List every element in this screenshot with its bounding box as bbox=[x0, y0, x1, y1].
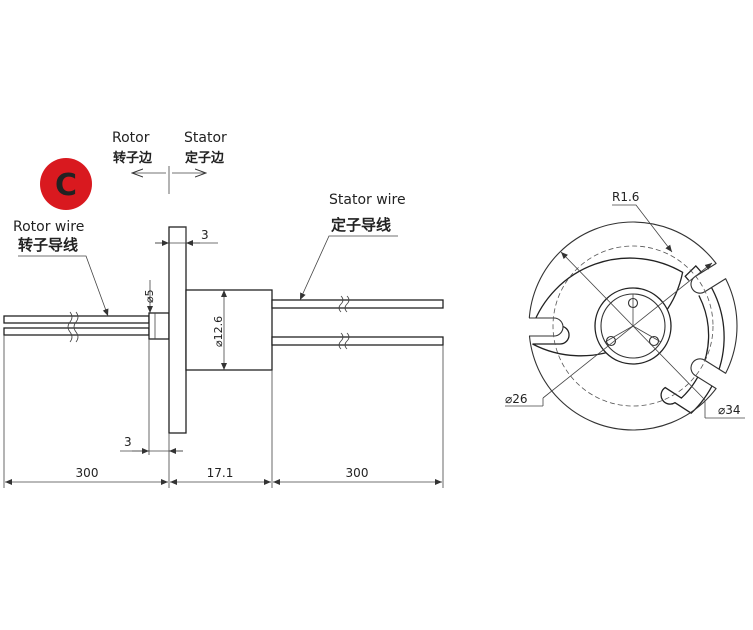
rotor-wire-label-cn: 转子导线 bbox=[18, 236, 78, 254]
hub-spoke-left bbox=[604, 325, 634, 343]
front-view: R1.6 ⌀26 ⌀34 bbox=[505, 190, 745, 431]
stator-wire-label-en: Stator wire bbox=[329, 192, 406, 208]
slot-lower-right bbox=[690, 358, 727, 390]
flange-top-thickness-label: 3 bbox=[201, 228, 209, 242]
outer-dia-line bbox=[542, 262, 713, 399]
hub-hole-right bbox=[648, 335, 660, 347]
stator-wire-label-cn: 定子导线 bbox=[331, 216, 391, 234]
rotor-wire-leader bbox=[18, 255, 109, 317]
badge: C bbox=[40, 158, 92, 210]
slot-radius-leader bbox=[612, 204, 673, 253]
rotor-wire-lower bbox=[3, 327, 150, 336]
mounting-flange bbox=[168, 226, 187, 434]
rotor-wire-label-en: Rotor wire bbox=[13, 219, 84, 235]
slot-left-mask bbox=[527, 318, 563, 336]
bolt-circle-dia-label: ⌀26 bbox=[505, 392, 528, 406]
stator-wire-break-mark bbox=[338, 295, 350, 350]
slot-radius-label: R1.6 bbox=[612, 190, 639, 204]
rotor-wire-length-label: 300 bbox=[76, 466, 99, 480]
rotor-side-label-en: Rotor bbox=[112, 130, 150, 146]
stator-body bbox=[185, 289, 273, 371]
slot-lower-mask bbox=[687, 355, 728, 390]
slot-upper-mask bbox=[687, 262, 728, 297]
side-view: 3 3 ⌀5 ⌀12.6 300 17.1 300 Rotor wire 转子导… bbox=[3, 192, 444, 488]
direction-indicator: Rotor 转子边 Stator 定子边 bbox=[112, 130, 227, 194]
stator-wire-leader bbox=[299, 235, 398, 301]
badge-circle bbox=[40, 158, 92, 210]
hub-hole-top bbox=[627, 297, 639, 309]
body-diameter-label: ⌀12.6 bbox=[212, 316, 225, 347]
badge-letter: C bbox=[55, 168, 77, 203]
hub-hole-left bbox=[605, 335, 617, 347]
rotor-shaft bbox=[148, 312, 170, 340]
hub-spoke-right bbox=[632, 325, 662, 343]
body-length-label: 17.1 bbox=[207, 466, 234, 480]
outer-dia-label: ⌀34 bbox=[718, 403, 741, 417]
bolt-circle bbox=[552, 245, 714, 407]
stator-wire-lower bbox=[271, 336, 444, 346]
rotor-side-label-cn: 转子边 bbox=[113, 150, 153, 166]
stator-side-label-en: Stator bbox=[184, 130, 227, 146]
rotor-wire-break-mark bbox=[67, 311, 79, 343]
stator-wire-upper bbox=[271, 299, 444, 309]
shaft-diameter-label: ⌀5 bbox=[143, 289, 156, 303]
stator-wire-length-label: 300 bbox=[346, 466, 369, 480]
stator-side-label-cn: 定子边 bbox=[184, 150, 225, 166]
slot-left bbox=[529, 317, 564, 337]
flange-bottom-thickness-label: 3 bbox=[124, 435, 132, 449]
